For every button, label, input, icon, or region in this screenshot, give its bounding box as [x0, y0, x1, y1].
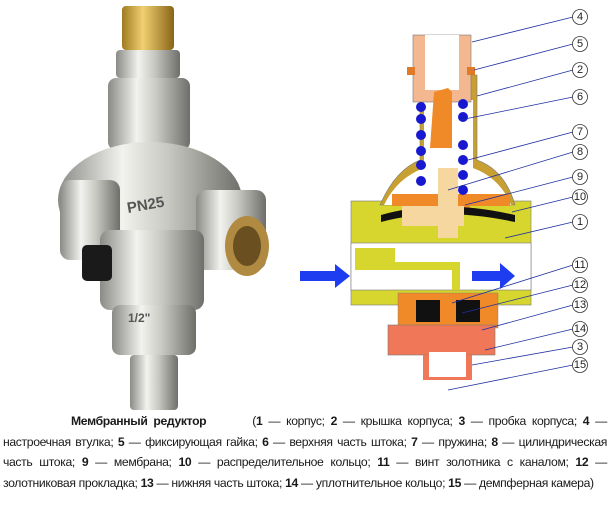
part-entry: 2крышка корпуса: [331, 414, 459, 428]
part-name: фиксирующая гайка: [124, 435, 262, 449]
spring-icon: [416, 99, 468, 195]
part-number: 15: [448, 475, 462, 490]
part-number: 9: [81, 455, 89, 469]
part-number: 3: [458, 414, 465, 428]
callout-circle: [572, 62, 588, 78]
part-number: 5: [117, 434, 125, 449]
callout-circle: [572, 89, 588, 105]
callout-number: 15: [574, 359, 586, 371]
inlet-arrow-icon: [300, 264, 350, 288]
figure-caption: Мембранный редуктор (1корпус2крышка корпу…: [3, 411, 607, 493]
part-name: винт золотника с каналом: [389, 455, 575, 469]
part-number: 7: [411, 434, 418, 449]
callout-circle: [572, 277, 588, 293]
callout-number: 3: [577, 341, 583, 353]
callout-number: 8: [577, 146, 583, 158]
marking-pressure: PN25: [126, 194, 166, 217]
callout-number: 6: [577, 91, 583, 103]
callout-circle: [572, 339, 588, 355]
callout-circle: [572, 214, 588, 230]
part-entry: 13нижняя часть штока: [141, 476, 285, 490]
illustration: PN25 1/2": [58, 6, 588, 410]
callout-number: 13: [574, 299, 586, 311]
part-number: 8: [491, 434, 498, 449]
callout-circle: [572, 257, 588, 273]
part-number: 1: [256, 414, 263, 428]
part-entry: 14уплотнительное кольцо: [285, 476, 448, 490]
callout-circle: [572, 321, 588, 337]
part-number: 4: [582, 414, 590, 428]
callout-circle: [572, 9, 588, 25]
callout-circle: [572, 144, 588, 160]
part-name: пружина: [418, 435, 492, 449]
callout-number: 14: [574, 323, 586, 335]
part-number: 13: [140, 475, 154, 490]
callout-number: 4: [577, 11, 583, 23]
part-name: корпус: [262, 414, 330, 428]
part-number: 12: [575, 455, 589, 469]
part-entry: 6верхняя часть штока: [262, 435, 411, 449]
part-name: демпферная камера: [461, 476, 590, 490]
part-name: уплотнительное кольцо: [298, 476, 448, 490]
caption-close-paren: ): [590, 475, 594, 490]
part-entry: 11винт золотника с каналом: [377, 455, 575, 469]
part-name: пробка корпуса: [465, 414, 583, 428]
callout-circle: [572, 297, 588, 313]
part-name: нижняя часть штока: [153, 476, 285, 490]
part-number: 11: [377, 455, 390, 469]
callout-number: 12: [574, 279, 586, 291]
part-name: мембрана: [88, 455, 178, 469]
callout-number: 2: [577, 64, 583, 76]
callout-number: 1: [577, 216, 583, 228]
callout-number: 10: [574, 191, 586, 203]
part-entry: 10распределительное кольцо: [178, 455, 377, 469]
callout-number: 11: [574, 259, 585, 271]
callout-number: 7: [577, 126, 583, 138]
outlet-arrow-icon: [472, 263, 515, 289]
caption-open-paren: (: [252, 414, 256, 428]
part-number: 10: [178, 455, 192, 469]
part-entry: 1корпус: [256, 414, 331, 428]
part-entry: 5фиксирующая гайка: [118, 435, 262, 449]
part-entry: 9мембрана: [82, 455, 179, 469]
part-name: распределительное кольцо: [191, 455, 377, 469]
callout-circle: [572, 124, 588, 140]
callout-circle: [572, 357, 588, 373]
part-number: 2: [330, 414, 338, 428]
part-entry: 3пробка корпуса: [458, 414, 582, 428]
callout-circle: [572, 169, 588, 185]
callout-circle: [572, 189, 588, 205]
part-name: крышка корпуса: [337, 414, 458, 428]
part-number: 14: [285, 475, 298, 490]
part-number: 6: [262, 434, 269, 449]
gauge-plug-icon: [82, 245, 112, 281]
callout-number: 5: [577, 38, 583, 50]
part-entry: 7пружина: [411, 435, 491, 449]
callout-circle: [572, 36, 588, 52]
part-entry: 15демпферная камера: [448, 476, 590, 490]
marking-size: 1/2": [128, 311, 150, 325]
part-name: верхняя часть штока: [269, 435, 412, 449]
caption-title: Мембранный редуктор: [71, 414, 207, 428]
callout-number: 9: [577, 171, 583, 183]
valve-photo: PN25 1/2": [58, 6, 269, 410]
